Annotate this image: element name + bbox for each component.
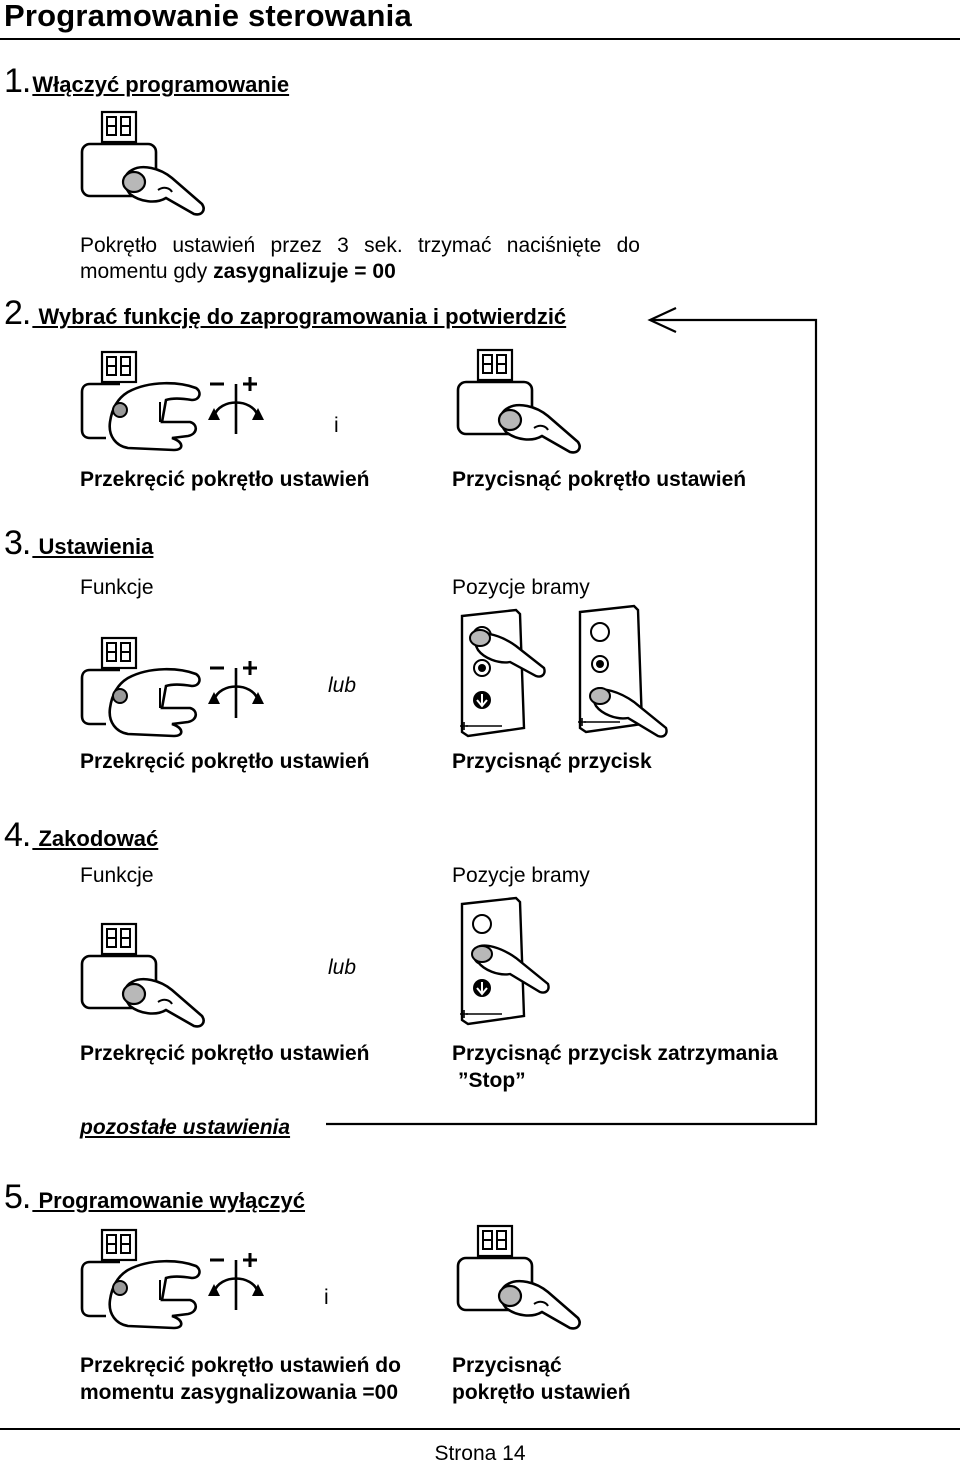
gate-remote-icon <box>576 604 668 738</box>
caption: Przycisnąć przycisk zatrzymania ”Stop” <box>452 1040 778 1094</box>
gate-remote-icon <box>458 608 546 738</box>
conjunction: i <box>324 1286 329 1309</box>
caption-line: ”Stop” <box>458 1069 526 1092</box>
caption: Przekręcić pokrętło ustawień <box>80 468 370 491</box>
caption: Przekręcić pokrętło ustawień <box>80 1042 370 1065</box>
conjunction: lub <box>328 956 357 979</box>
step-label: Wybrać funkcję do zaprogramowania i potw… <box>32 304 567 329</box>
rotate-arrow-icon <box>206 1251 266 1312</box>
caption: Przycisnąć pokrętło ustawień <box>452 1352 631 1406</box>
step-5-header: 5. Programowanie wyłączyć <box>4 1178 305 1217</box>
step-1-header: 1.Włączyć programowanie <box>4 62 289 101</box>
step-number: 1. <box>4 62 31 100</box>
top-rule <box>0 38 960 40</box>
step-label: Programowanie wyłączyć <box>32 1188 306 1213</box>
column-heading: Pozycje bramy <box>452 864 590 887</box>
caption-line: Przycisnąć <box>452 1354 562 1377</box>
step-3-header: 3. Ustawienia <box>4 524 153 563</box>
step-1-description: Pokrętło ustawień przez 3 sek. trzymać n… <box>80 233 640 285</box>
gate-remote-icon <box>458 896 550 1026</box>
column-heading: Pozycje bramy <box>452 576 590 599</box>
step-2-header: 2. Wybrać funkcję do zaprogramowania i p… <box>4 294 566 333</box>
step-1-text-bold: zasygnalizuje = 00 <box>213 260 396 283</box>
caption: Przekręcić pokrętło ustawień do momentu … <box>80 1352 401 1406</box>
step-label: Włączyć programowanie <box>32 72 290 97</box>
page-number: Strona 14 <box>434 1442 526 1465</box>
caption: Przekręcić pokrętło ustawień <box>80 750 370 773</box>
step-1-text: Pokrętło ustawień przez 3 sek. trzymać n… <box>80 234 640 283</box>
caption-line: momentu zasygnalizowania =00 <box>80 1381 399 1404</box>
column-heading: Funkcje <box>80 864 154 887</box>
step-number: 4. <box>4 816 31 854</box>
caption-line: Przekręcić pokrętło ustawień do <box>80 1354 401 1377</box>
step-number: 2. <box>4 294 31 332</box>
conjunction: lub <box>328 674 357 697</box>
page-title: Programowanie sterowania <box>4 0 412 33</box>
step-number: 3. <box>4 524 31 562</box>
press-knob-icon <box>456 1226 586 1336</box>
step-label: Ustawienia <box>32 534 154 559</box>
turn-knob-icon <box>80 1230 210 1330</box>
step-number: 5. <box>4 1178 31 1216</box>
column-heading: Funkcje <box>80 576 154 599</box>
caption-line: pokrętło ustawień <box>452 1381 631 1404</box>
conjunction: i <box>334 414 339 437</box>
bottom-rule <box>0 1428 960 1430</box>
caption-line: Przycisnąć przycisk zatrzymania <box>452 1042 778 1065</box>
loop-note: pozostałe ustawienia <box>80 1116 291 1139</box>
caption: Przycisnąć przycisk <box>452 750 652 773</box>
caption: Przycisnąć pokrętło ustawień <box>452 468 747 491</box>
step-4-header: 4. Zakodować <box>4 816 158 855</box>
step-label: Zakodować <box>32 826 159 851</box>
